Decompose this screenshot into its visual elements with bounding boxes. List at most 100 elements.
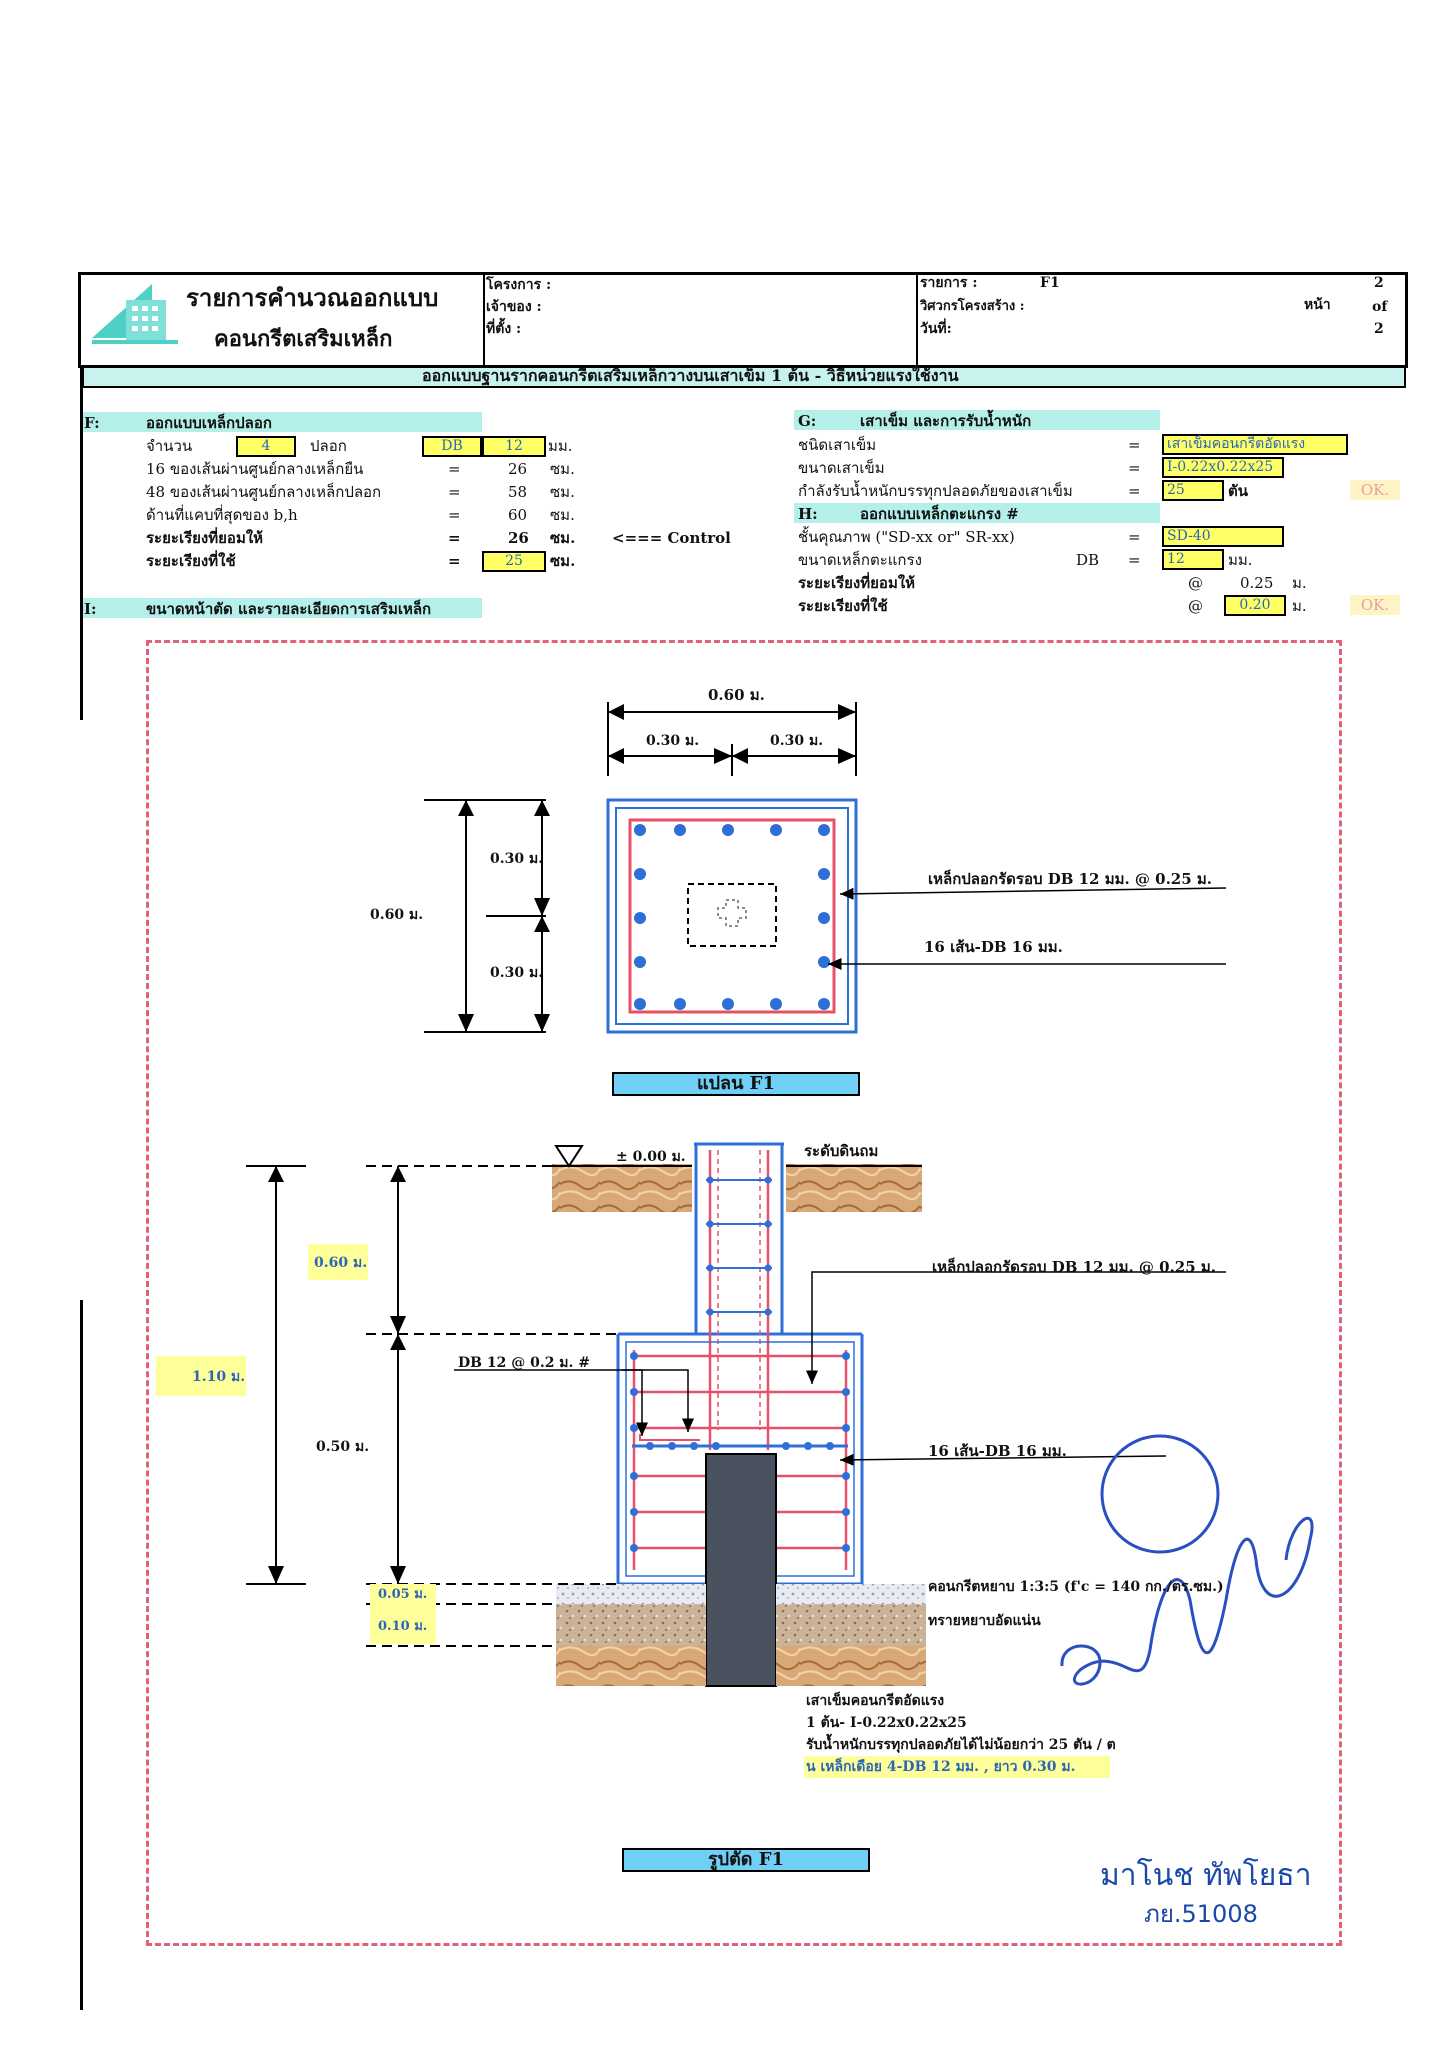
pile-type-value[interactable]: เสาเข็มคอนกรีตอัดแรง xyxy=(1162,434,1348,455)
level-marker-icon xyxy=(554,1145,584,1168)
company-logo xyxy=(92,280,178,350)
signature-license: ภย.51008 xyxy=(1144,1900,1258,1928)
mesh-status-badge: OK. xyxy=(1350,595,1400,615)
pile-note-4: น เหล็กเดือย 4-DB 12 มม. , ยาว 0.30 ม. xyxy=(806,1759,1076,1775)
f-bar-size-unit: มม. xyxy=(548,437,573,455)
pile-capacity-unit: ตัน xyxy=(1228,482,1248,500)
section-i-code: I: xyxy=(84,600,97,618)
signature-scribble xyxy=(1060,1434,1314,1686)
h-row-value: 0.25 xyxy=(1240,574,1274,592)
g-row-label: ขนาดเสาเข็ม xyxy=(798,459,885,477)
date-label: วันที่: xyxy=(920,321,952,337)
f-row-unit: ซม. xyxy=(550,483,575,501)
level-zero-label: ± 0.00 ม. xyxy=(616,1149,686,1165)
plan-dim-top: 0.30 ม. xyxy=(490,851,544,867)
column-stub xyxy=(694,1142,784,1336)
pile-note-2: 1 ต้น- I-0.22x0.22x25 xyxy=(806,1715,967,1731)
sheet-border-left xyxy=(80,1300,83,2010)
lean-concrete xyxy=(556,1584,706,1604)
mesh-size-unit: มม. xyxy=(1228,551,1253,569)
project-label: โครงการ : xyxy=(486,277,552,293)
f-row-unit: ซม. xyxy=(550,506,575,524)
mesh-spacing-used-value[interactable]: 0.20 xyxy=(1224,595,1286,616)
pile-outline xyxy=(687,883,777,947)
title-banner xyxy=(82,366,1406,388)
g-row-eq: = xyxy=(1128,482,1141,500)
plan-title: แปลน F1 xyxy=(612,1072,860,1096)
section-h-code: H: xyxy=(798,505,818,523)
pile xyxy=(705,1453,777,1687)
header-divider xyxy=(916,275,918,365)
header-title-2: คอนกรีตเสริมเหล็ก xyxy=(214,326,393,352)
section-stirrup-callout: เหล็กปลอกรัดรอบ DB 12 มม. @ 0.25 ม. xyxy=(932,1258,1217,1276)
h-row-eq: = xyxy=(1128,528,1141,546)
h-row-eq: @ xyxy=(1188,574,1203,592)
h-row-unit: ม. xyxy=(1292,574,1307,592)
section-g-code: G: xyxy=(798,412,817,430)
control-note: <=== Control xyxy=(612,529,731,547)
section-g-band xyxy=(794,410,1160,430)
pile-size-value[interactable]: I-0.22x0.22x25 xyxy=(1162,457,1284,478)
pile-center-mark xyxy=(717,899,747,927)
section-f-title: ออกแบบเหล็กปลอก xyxy=(146,414,272,432)
owner-label: เจ้าของ : xyxy=(486,299,542,315)
page-number: 2 xyxy=(1374,275,1384,291)
f-row-label: ระยะเรียงที่ยอมให้ xyxy=(146,529,264,547)
steel-grade-value[interactable]: SD-40 xyxy=(1162,526,1284,547)
footing-outline xyxy=(606,798,858,1034)
sand-layer xyxy=(776,1604,926,1646)
header-divider xyxy=(483,275,485,365)
header-title-1: รายการคำนวณออกแบบ xyxy=(186,283,439,312)
plan-dim-bottom: 0.30 ม. xyxy=(490,965,544,981)
f-bar-type-value[interactable]: DB xyxy=(422,436,482,457)
of-label: of xyxy=(1372,299,1388,315)
callout-arrow xyxy=(839,1453,1167,1466)
soil-hatch xyxy=(776,1646,926,1686)
g-row-eq: = xyxy=(1128,436,1141,454)
plan-view xyxy=(424,702,1227,1034)
dim-050-label: 0.50 ม. xyxy=(316,1439,370,1455)
h-row-eq: = xyxy=(1128,551,1141,569)
h-row-eq: @ xyxy=(1188,597,1203,615)
f-row-eq: = xyxy=(448,506,461,524)
section-i-title: ขนาดหน้าตัด และรายละเอียดการเสริมเหล็ก xyxy=(146,600,432,618)
dim-highlight xyxy=(308,1244,368,1280)
f-row-value: 58 xyxy=(508,483,528,501)
dim-highlight xyxy=(370,1584,436,1644)
f-row-value: 26 xyxy=(508,529,529,547)
dim-110-label: 1.10 ม. xyxy=(192,1369,246,1385)
g-row-eq: = xyxy=(1128,459,1141,477)
f-row-label: ระยะเรียงที่ใช้ xyxy=(146,552,236,570)
pile-status-badge: OK. xyxy=(1350,480,1400,500)
f-count-value[interactable]: 4 xyxy=(236,436,296,457)
section-f-code: F: xyxy=(84,414,100,432)
ground-level-label: ระดับดินถม xyxy=(804,1142,879,1160)
mesh-bar-dots xyxy=(646,1442,834,1450)
f-bar-size-value[interactable]: 12 xyxy=(482,436,546,457)
signature-name: มาโนช ทัพโยธา xyxy=(1100,1858,1312,1893)
main-bars xyxy=(634,824,830,1010)
f-row-eq: = xyxy=(448,460,461,478)
callout-arrow xyxy=(806,1271,1226,1384)
item-value: F1 xyxy=(1040,275,1060,291)
pile-note-1: เสาเข็มคอนกรีตอัดแรง xyxy=(806,1693,945,1709)
f-row-label: ด้านที่แคบที่สุดของ b,h xyxy=(146,506,298,524)
location-label: ที่ตั้ง : xyxy=(486,321,522,337)
dim-060-label: 0.60 ม. xyxy=(314,1255,368,1271)
banner-text: ออกแบบฐานรากคอนกรีตเสริมเหล็กวางบนเสาเข็… xyxy=(422,366,959,385)
g-row-label: กำลังรับน้ำหนักบรรทุกปลอดภัยของเสาเข็ม xyxy=(798,482,1073,500)
dim-highlight xyxy=(156,1356,246,1396)
plan-dim-vertical: 0.60 ม. xyxy=(370,907,424,923)
h-row-label: ระยะเรียงที่ยอมให้ xyxy=(798,574,916,592)
pile-capacity-value[interactable]: 25 xyxy=(1162,480,1224,501)
f-row-value: 60 xyxy=(508,506,528,524)
item-label: รายการ : xyxy=(920,275,978,291)
mesh-size-value[interactable]: 12 xyxy=(1162,549,1224,570)
section-f-band xyxy=(82,412,482,432)
soil-hatch xyxy=(556,1646,706,1686)
f-spacing-used-value[interactable]: 25 xyxy=(482,551,546,572)
f-row-count-label: จำนวน xyxy=(146,437,193,455)
stirrup xyxy=(628,818,836,1014)
f-row-label: 48 ของเส้นผ่านศูนย์กลางเหล็กปลอก xyxy=(146,483,382,501)
h-row-mid: DB xyxy=(1076,551,1100,569)
